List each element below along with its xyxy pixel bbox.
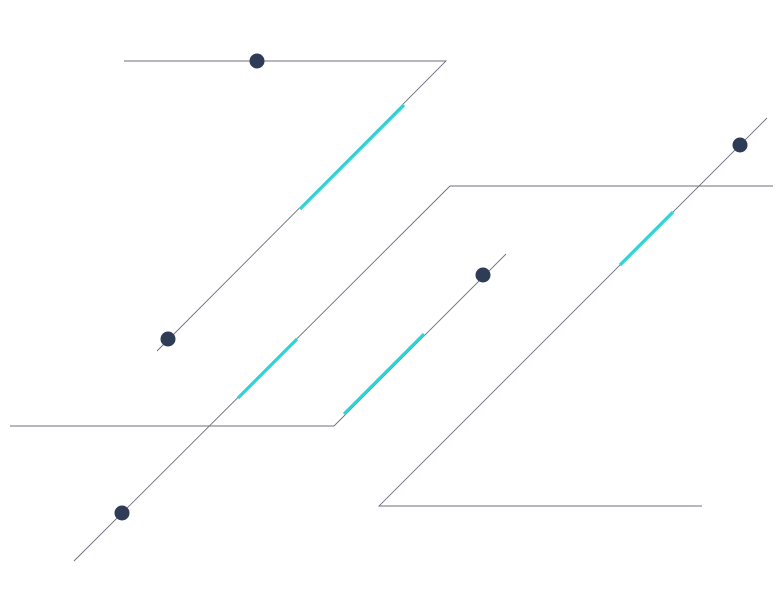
accent-segment xyxy=(298,103,406,211)
thin-line-lower-left xyxy=(10,253,507,427)
node-dot xyxy=(160,331,176,347)
accent-segment xyxy=(342,332,426,416)
accent-segment xyxy=(618,210,675,267)
thin-line-middle xyxy=(73,185,773,562)
accent-segment xyxy=(236,337,299,400)
node-dot xyxy=(249,53,265,69)
thin-line-right xyxy=(377,117,768,507)
thin-line-top-left xyxy=(124,60,448,352)
node-dot xyxy=(114,505,130,521)
node-dot xyxy=(732,137,748,153)
node-dot xyxy=(475,267,491,283)
